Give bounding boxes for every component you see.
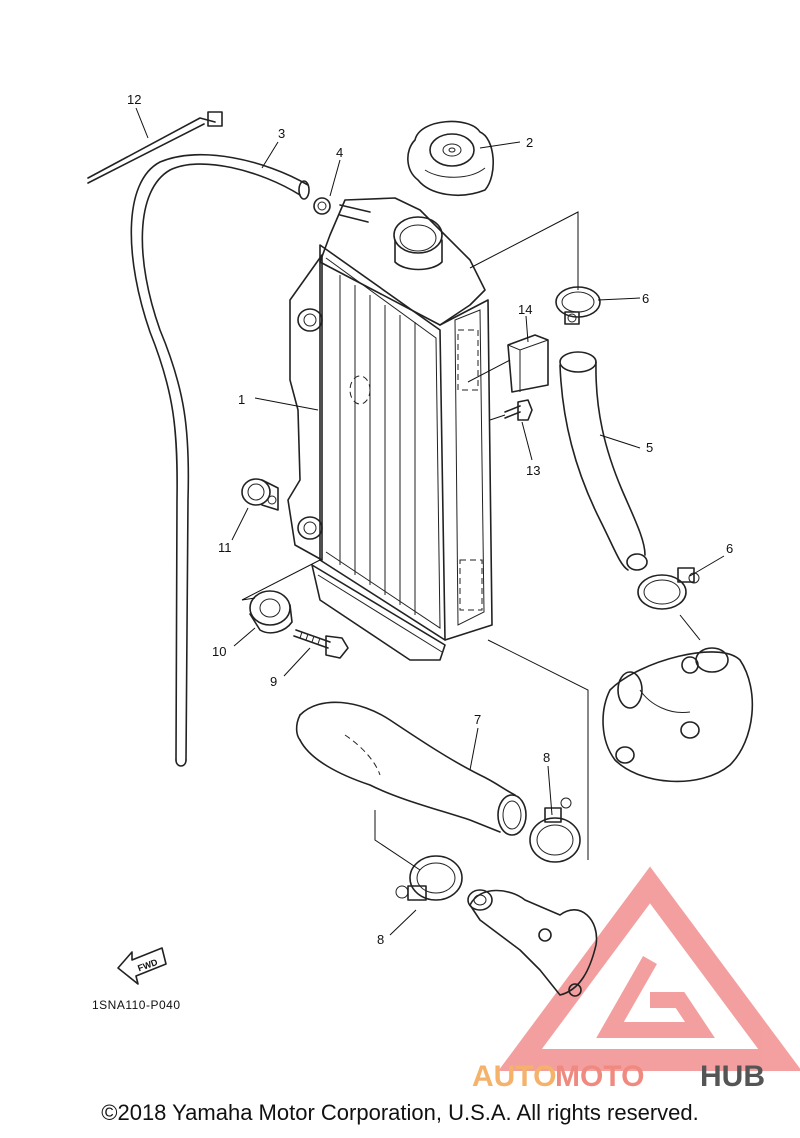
watermark-hub: HUB: [700, 1060, 765, 1093]
part-7-lower-hose: [295, 701, 527, 836]
watermark-triangle: [498, 866, 800, 1071]
callout-6-upper: 6: [642, 291, 649, 306]
part-13-bolt: [504, 399, 533, 421]
part-12-breather-tube: [87, 111, 223, 184]
water-pump-cover: [602, 647, 754, 783]
watermark-text: AUTO MOTO HUB: [472, 1060, 765, 1093]
callout-14: 14: [518, 302, 532, 317]
part-10-damper: [249, 590, 293, 634]
part-1-radiator: [287, 197, 493, 661]
callout-11: 11: [218, 540, 232, 555]
callout-13: 13: [526, 463, 540, 478]
part-14-label: [507, 334, 549, 393]
callout-9: 9: [270, 674, 277, 689]
callout-6-lower: 6: [726, 541, 733, 556]
part-6-hose-clamp-lower: [637, 567, 700, 610]
callout-labels: 1 2 3 4 5 6 6 7 8 8 9 10 11 12 13 14: [127, 92, 733, 947]
part-6-hose-clamp-upper: [555, 286, 601, 325]
callout-8-right: 8: [543, 750, 550, 765]
callout-10: 10: [212, 644, 226, 659]
part-2-radiator-cap: [407, 120, 495, 196]
part-8-hose-clamp-right: [529, 797, 581, 863]
callout-4: 4: [336, 145, 343, 160]
callout-8-left: 8: [377, 932, 384, 947]
callout-7: 7: [474, 712, 481, 727]
part-8-hose-clamp-left: [395, 855, 463, 901]
water-pump-outlet: [467, 889, 598, 997]
callout-1: 1: [238, 392, 245, 407]
callout-5: 5: [646, 440, 653, 455]
part-5-upper-hose: [559, 351, 648, 571]
diagram-code: 1SNA110-P040: [92, 998, 181, 1012]
callout-3: 3: [278, 126, 285, 141]
watermark-g-mark: [596, 956, 715, 1038]
watermark-auto: AUTO: [472, 1060, 556, 1093]
fwd-arrow-icon: FWD: [117, 947, 167, 985]
part-11-grommet: [241, 478, 279, 511]
watermark-moto: MOTO: [555, 1060, 644, 1093]
reference-lines: [241, 211, 701, 871]
copyright-notice: ©2018 Yamaha Motor Corporation, U.S.A. A…: [101, 1100, 699, 1125]
part-3-overflow-hose: [130, 153, 310, 767]
callout-2: 2: [526, 135, 533, 150]
callout-leaders: [135, 107, 725, 936]
part-4-clip: [313, 197, 331, 215]
watermark-logo: [498, 866, 800, 1071]
callout-12: 12: [127, 92, 141, 107]
part-9-bolt: [293, 629, 349, 659]
